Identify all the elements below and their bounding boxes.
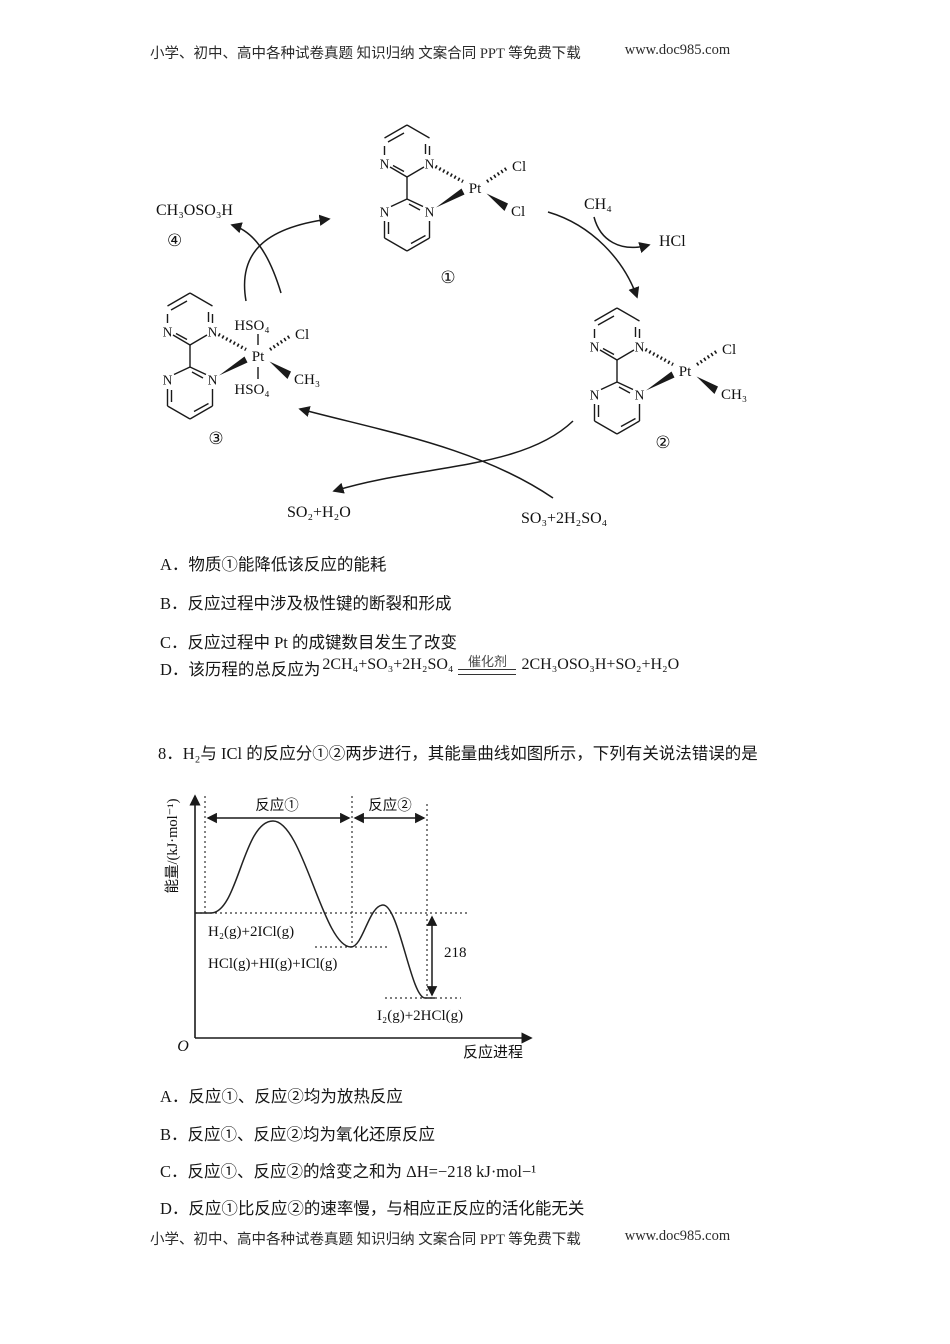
species-so2-h2o: SO₂+H₂O <box>287 504 351 521</box>
equation-left: 2CH₄+SO₃+2H₂SO₄ <box>322 656 454 673</box>
complex2-ligand-bottom: CH₃ <box>721 387 747 403</box>
complex1-number: ① <box>440 268 455 287</box>
reaction2-label: 反应② <box>368 796 412 814</box>
q7-option-d-prefix: D．该历程的总反应为 <box>160 660 321 679</box>
q7-overall-equation: 2CH₄+SO₃+2H₂SO₄ 催化剂 2CH₃OSO₃H+SO₂+H₂O <box>322 655 679 675</box>
arrow-so3-in-to-3 <box>298 406 554 499</box>
complex3-number: ③ <box>208 429 223 448</box>
step-4-number: ④ <box>167 231 182 250</box>
header-url: www.doc985.com <box>624 42 731 58</box>
complex2-number: ② <box>655 433 670 452</box>
complex-2-structure <box>587 306 720 436</box>
energy-diagram-figure: O 反应进程 能量/(kJ·mol⁻¹) 反应① 反应② 218 H₂(g)+2… <box>164 794 533 1061</box>
q8-option-a: A．反应①、反应②均为放热反应 <box>160 1087 403 1106</box>
intermediate-state-label: HCl(g)+HI(g)+ICl(g) <box>208 956 337 972</box>
complex3-hso4-bottom: HSO₄ <box>234 382 269 398</box>
catalyst-label: 催化剂 <box>467 654 507 669</box>
double-line <box>458 669 517 675</box>
page-footer: 小学、初中、高中各种试卷真题 知识归纳 文案合同 PPT 等免费下载 www.d… <box>150 1228 810 1249</box>
header-text: 小学、初中、高中各种试卷真题 知识归纳 文案合同 PPT 等免费下载 <box>150 46 581 62</box>
reaction1-label: 反应① <box>255 796 299 814</box>
arrow-1-to-2 <box>547 211 640 299</box>
q8-option-d: D．反应①比反应②的速率慢，与相应正反应的活化能无关 <box>160 1199 585 1218</box>
complex3-hso4-top: HSO₄ <box>234 318 269 334</box>
energy-gap-label: 218 <box>444 945 467 961</box>
complex3-ligand-bottom: CH₃ <box>294 372 320 388</box>
final-state-label: I₂(g)+2HCl(g) <box>377 1008 463 1024</box>
species-methyl-bisulfate: CH₃OSO₃H <box>156 202 233 219</box>
initial-state-label: H₂(g)+2ICl(g) <box>208 924 294 940</box>
equation-right: 2CH₃OSO₃H+SO₂+H₂O <box>521 656 680 673</box>
energy-curve <box>195 820 435 999</box>
q7-option-c: C．反应过程中 Pt 的成键数目发生了改变 <box>160 633 458 652</box>
page-header: 小学、初中、高中各种试卷真题 知识归纳 文案合同 PPT 等免费下载 www.d… <box>150 42 810 63</box>
equation-catalyst-arrow: 催化剂 <box>458 654 517 675</box>
species-methane: CH₄ <box>584 196 612 213</box>
origin-label: O <box>177 1038 189 1055</box>
q8-stem: H₂与 ICl 的反应分①②两步进行，其能量曲线如图所示，下列有关说法错误的是 <box>182 744 758 763</box>
complex-3-structure <box>160 291 293 421</box>
complex2-ligand-top: Cl <box>722 342 736 358</box>
complex-1-structure <box>377 123 510 253</box>
q8-option-c: C．反应①、反应②的焓变之和为 ΔH=−218 kJ·mol−¹ <box>160 1162 537 1181</box>
arrow-3-to-1 <box>243 214 331 302</box>
complex3-ligand-top: Cl <box>295 327 309 343</box>
footer-url: www.doc985.com <box>624 1228 731 1244</box>
species-so3-h2so4: SO₃+2H₂SO₄ <box>521 510 608 527</box>
catalytic-cycle-figure: N N N N Pt Cl Cl ① Cl CH₃ ② Cl <box>156 123 747 527</box>
species-hcl: HCl <box>659 233 686 250</box>
arrow-out-so2-h2o <box>332 420 574 494</box>
y-axis-label: 能量/(kJ·mol⁻¹) <box>164 798 181 893</box>
q7-option-a: A．物质①能降低该反应的能耗 <box>160 555 387 574</box>
arrow-out-methylbisulfate <box>230 222 282 294</box>
complex1-ligand-top: Cl <box>512 159 526 175</box>
q8-number: 8． <box>158 744 183 763</box>
footer-text: 小学、初中、高中各种试卷真题 知识归纳 文案合同 PPT 等免费下载 <box>150 1232 581 1248</box>
x-axis-label: 反应进程 <box>463 1043 523 1061</box>
q8-option-b: B．反应①、反应②均为氧化还原反应 <box>160 1125 436 1144</box>
complex1-ligand-bottom: Cl <box>511 204 525 220</box>
q7-option-d: D．该历程的总反应为 2CH₄+SO₃+2H₂SO₄ 催化剂 2CH₃OSO₃H… <box>160 655 679 680</box>
arrow-ch4-in-hcl-out <box>593 216 651 253</box>
q7-option-b: B．反应过程中涉及极性键的断裂和形成 <box>160 594 452 613</box>
q8-stem-row: 8．H₂与 ICl 的反应分①②两步进行，其能量曲线如图所示，下列有关说法错误的… <box>158 740 758 764</box>
